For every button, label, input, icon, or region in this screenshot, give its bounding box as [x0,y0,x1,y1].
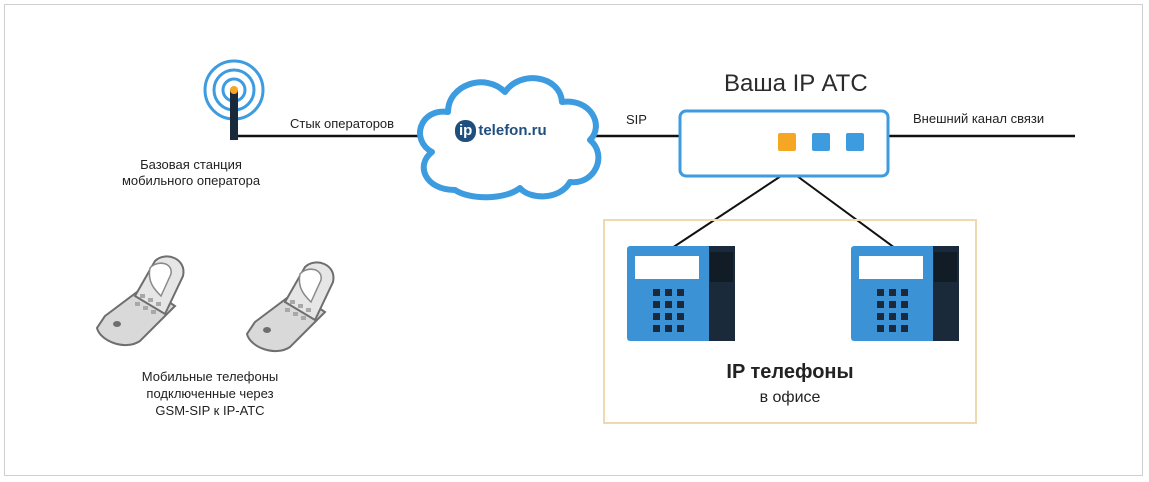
cloud-logo-ip: ip [455,120,477,142]
mobile-phones-label: Мобильные телефоны подключенные через GS… [141,369,279,418]
office-phones-title: IP телефоны [726,361,854,383]
diagram-frame [4,4,1143,476]
pbx-led-blue-2 [846,133,864,151]
office-phones-subtitle: в офисе [759,389,821,406]
operator-link-label: Стык операторов [290,116,395,131]
mobile-phone-icon [245,261,335,353]
pbx-phone1-line [671,175,782,249]
ip-phone-icon [627,246,735,341]
pbx-led-orange [778,133,796,151]
pbx-led-blue-1 [812,133,830,151]
sip-label: SIP [626,112,647,127]
office-area [603,219,977,424]
external-link-label: Внешний канал связи [913,111,1045,126]
pbx-device [678,109,890,178]
cloud-logo-domain: telefon.ru [478,122,547,139]
pbx-phone2-line [796,175,896,249]
cloud-icon [417,75,602,201]
base-station-icon [203,59,265,140]
base-station-label: Базовая станция мобильного оператора [121,157,261,188]
mobile-phone-icon [95,255,185,347]
ip-phone-icon [851,246,959,341]
pbx-title: Ваша IP АТС [724,70,868,97]
